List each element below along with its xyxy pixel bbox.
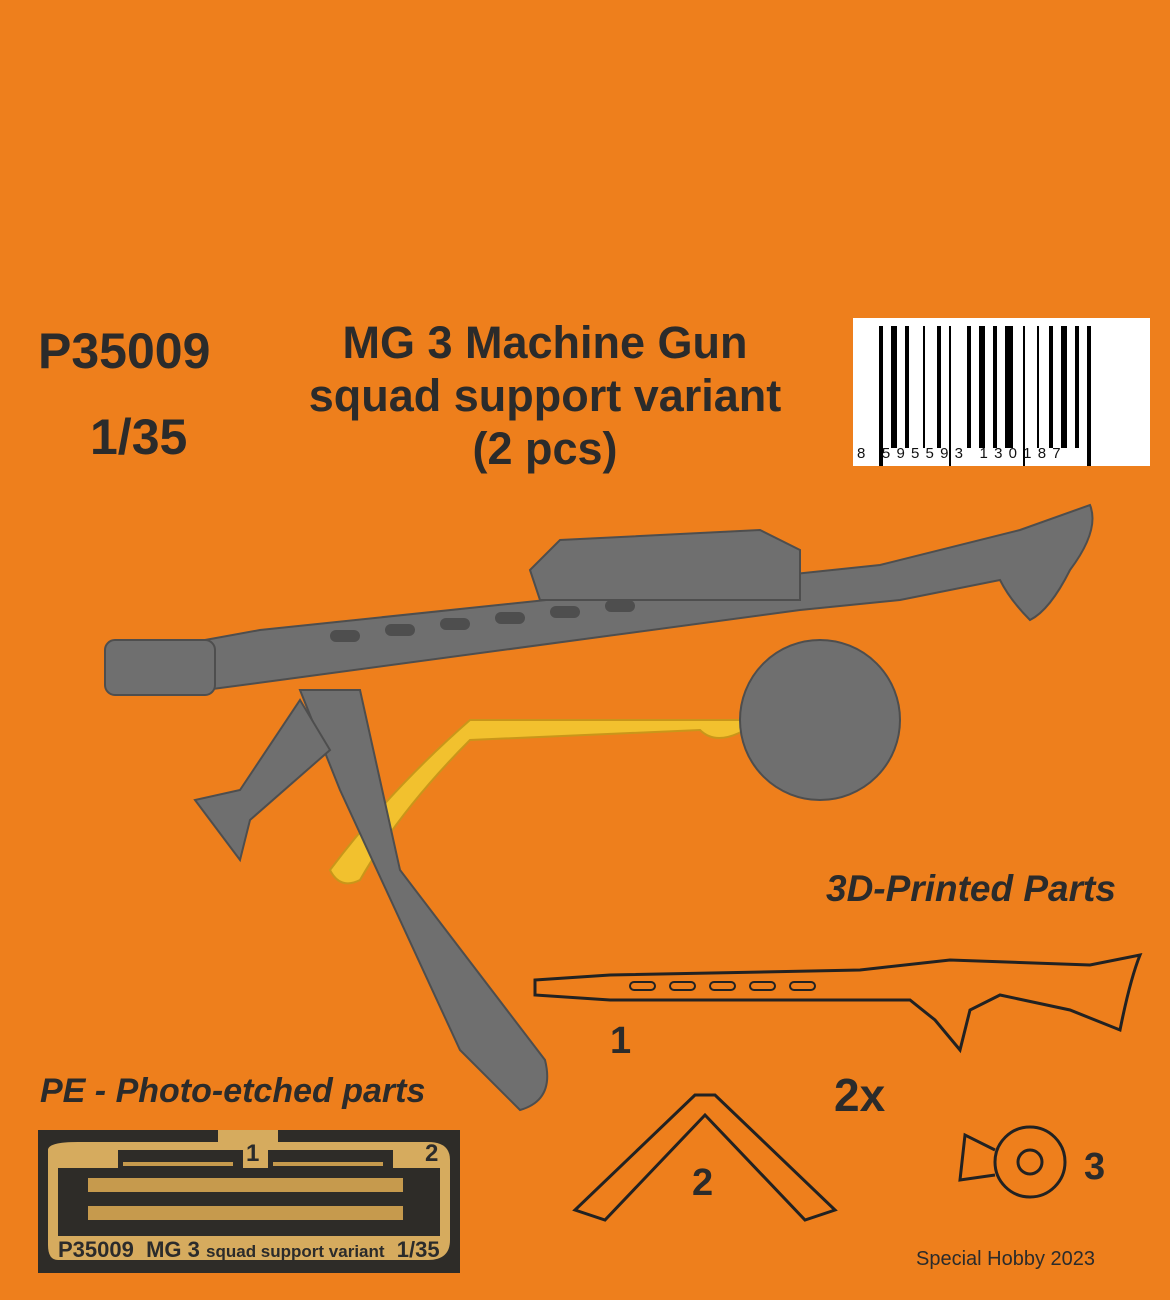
- barcode-bar: [879, 326, 883, 468]
- part-2-drawing: [572, 1093, 838, 1222]
- barcode-bar: [1087, 326, 1091, 468]
- fret-name: MG 3: [146, 1237, 200, 1262]
- pe-sling: [328, 719, 764, 885]
- barcode-bar: [923, 326, 925, 448]
- barcode-bar: [949, 326, 951, 468]
- title-line-3: (2 pcs): [472, 423, 618, 474]
- barcode-bars: [879, 326, 1091, 468]
- fret-label: P35009 MG 3 squad support variant 1/35: [58, 1237, 440, 1263]
- part-2-label: 2: [692, 1162, 714, 1204]
- barcode-bar: [937, 326, 941, 448]
- barcode: 8 595593 130187: [853, 318, 1150, 468]
- barcode-digits: 8 595593 130187: [857, 445, 1067, 462]
- fret-artwork: [48, 1130, 450, 1260]
- barcode-bar: [967, 326, 971, 448]
- barcode-bar: [1005, 326, 1013, 448]
- gun-muzzle: [104, 639, 216, 696]
- barcode-bar: [905, 326, 909, 448]
- part-1-drawing: [533, 952, 1143, 1054]
- barcode-bar: [979, 326, 985, 448]
- bipod-leg-left: [193, 698, 332, 863]
- part-3-drawing: [958, 1125, 1067, 1199]
- barcode-bar: [891, 326, 897, 448]
- title-line-1: MG 3 Machine Gun: [342, 317, 748, 368]
- fret-code: P35009: [58, 1237, 134, 1262]
- product-title: MG 3 Machine Gun squad support variant (…: [270, 316, 820, 475]
- section-3d-printed: 3D-Printed Parts: [826, 868, 1116, 909]
- drum-magazine: [739, 639, 901, 801]
- fret-part-1: 1: [246, 1140, 260, 1167]
- part-1-label: 1: [610, 1020, 632, 1062]
- barcode-bar: [1061, 326, 1067, 448]
- fret-part-2: 2: [425, 1140, 439, 1167]
- copyright: Special Hobby 2023: [916, 1248, 1096, 1270]
- section-pe: PE - Photo-etched parts: [40, 1072, 426, 1110]
- quantity-label: 2x: [834, 1069, 886, 1121]
- barcode-bar: [1037, 326, 1039, 448]
- fret-variant: squad support variant: [206, 1242, 385, 1261]
- gun-receiver: [528, 528, 801, 601]
- pe-fret: 1 2 P35009 MG 3 squad support variant 1/…: [38, 1130, 460, 1273]
- title-line-2: squad support variant: [308, 370, 782, 421]
- barcode-bar: [1023, 326, 1025, 468]
- barcode-bar: [993, 326, 997, 448]
- barcode-bar: [1049, 326, 1053, 448]
- product-code: P35009: [38, 323, 211, 379]
- product-scale: 1/35: [90, 409, 188, 465]
- gun-render: [104, 503, 1094, 1112]
- fret-scale: 1/35: [396, 1237, 440, 1262]
- barcode-bar: [1075, 326, 1079, 448]
- part-3-label: 3: [1084, 1146, 1106, 1188]
- bipod-leg-right: [298, 689, 549, 1112]
